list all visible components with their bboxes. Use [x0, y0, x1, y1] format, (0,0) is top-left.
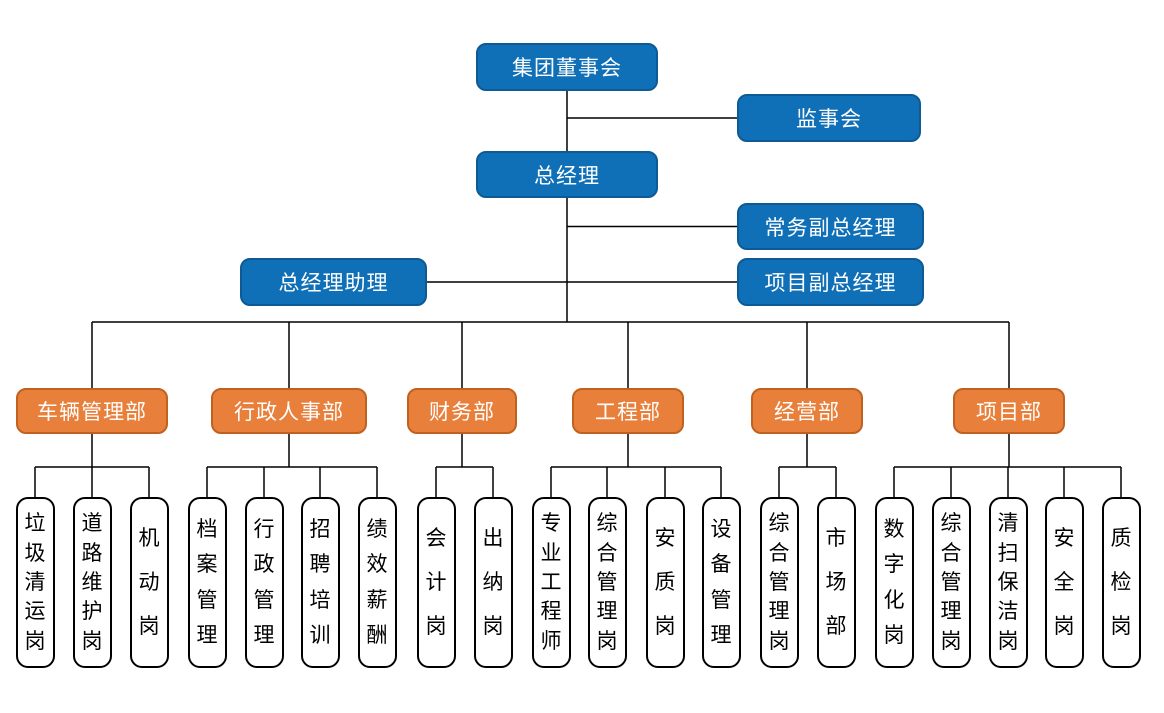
- engineering-dept: 工程部: [572, 388, 684, 434]
- finance-dept: 财务部: [407, 388, 517, 434]
- finance-dept-label: 财务部: [429, 401, 495, 424]
- accounting-post-label: 会计岗: [425, 527, 447, 638]
- general-management-post-label: 综合管理岗: [596, 512, 618, 653]
- safety-quality-post: 安质岗: [645, 497, 685, 668]
- vehicle-management-dept-label: 车辆管理部: [37, 401, 147, 424]
- vehicle-management-dept: 车辆管理部: [16, 388, 168, 434]
- admin-hr-dept: 行政人事部: [211, 388, 367, 434]
- administration-post-label: 行政管理: [253, 518, 275, 647]
- performance-compensation-post: 绩效薪酬: [357, 497, 397, 668]
- recruitment-training-post: 招聘培训: [300, 497, 340, 668]
- project-dept: 项目部: [953, 388, 1065, 434]
- market-post: 市场部: [816, 497, 856, 668]
- accounting-post: 会计岗: [416, 497, 456, 668]
- archives-management-post: 档案管理: [187, 497, 227, 668]
- mobile-post-label: 机动岗: [138, 527, 160, 638]
- safety-post-label: 安全岗: [1053, 527, 1075, 638]
- general-management-post: 综合管理岗: [587, 497, 627, 668]
- cashier-post-label: 出纳岗: [482, 527, 504, 638]
- gm-assistant-label: 总经理助理: [278, 272, 389, 295]
- quality-inspection-post: 质检岗: [1101, 497, 1141, 668]
- executive-deputy-gm-label: 常务副总经理: [764, 216, 897, 240]
- general-manager: 总经理: [476, 151, 658, 198]
- cleaning-post: 清扫保洁岗: [988, 497, 1028, 668]
- project-deputy-gm-label: 项目副总经理: [764, 272, 897, 295]
- digitalization-post-label: 数字化岗: [883, 518, 905, 647]
- engineering-dept-label: 工程部: [595, 401, 661, 424]
- digitalization-post: 数字化岗: [874, 497, 914, 668]
- recruitment-training-post-label: 招聘培训: [309, 518, 331, 647]
- waste-collection-post-label: 垃圾清运岗: [24, 512, 46, 653]
- gm-assistant: 总经理助理: [240, 258, 427, 306]
- archives-management-post-label: 档案管理: [196, 518, 218, 647]
- professional-engineer-post: 专业工程师: [531, 497, 571, 668]
- executive-deputy-gm: 常务副总经理: [737, 203, 924, 250]
- general-manager-label: 总经理: [534, 164, 600, 188]
- group-board-label: 集团董事会: [512, 57, 622, 80]
- safety-post: 安全岗: [1044, 497, 1084, 668]
- supervisory-board: 监事会: [737, 94, 921, 142]
- waste-collection-post: 垃圾清运岗: [15, 497, 55, 668]
- market-post-label: 市场部: [825, 527, 847, 638]
- operations-dept-label: 经营部: [774, 401, 840, 424]
- mobile-post: 机动岗: [129, 497, 169, 668]
- professional-engineer-post-label: 专业工程师: [540, 512, 562, 653]
- quality-inspection-post-label: 质检岗: [1110, 527, 1132, 638]
- administration-post: 行政管理: [244, 497, 284, 668]
- admin-hr-dept-label: 行政人事部: [234, 401, 344, 424]
- project-dept-label: 项目部: [976, 401, 1042, 424]
- supervisory-board-label: 监事会: [796, 108, 862, 131]
- equipment-management-post: 设备管理: [701, 497, 741, 668]
- road-maintenance-post: 道路维护岗: [72, 497, 112, 668]
- performance-compensation-post-label: 绩效薪酬: [366, 518, 388, 647]
- equipment-management-post-label: 设备管理: [710, 518, 732, 647]
- group-board: 集团董事会: [476, 43, 658, 91]
- operations-dept: 经营部: [751, 388, 863, 434]
- general-management-post: 综合管理岗: [759, 497, 799, 668]
- cashier-post: 出纳岗: [473, 497, 513, 668]
- cleaning-post-label: 清扫保洁岗: [997, 512, 1019, 653]
- safety-quality-post-label: 安质岗: [654, 527, 676, 638]
- project-deputy-gm: 项目副总经理: [737, 258, 924, 306]
- general-management-post-label: 综合管理岗: [768, 512, 790, 653]
- general-management-post: 综合管理岗: [931, 497, 971, 668]
- road-maintenance-post-label: 道路维护岗: [81, 512, 103, 653]
- general-management-post-label: 综合管理岗: [940, 512, 962, 653]
